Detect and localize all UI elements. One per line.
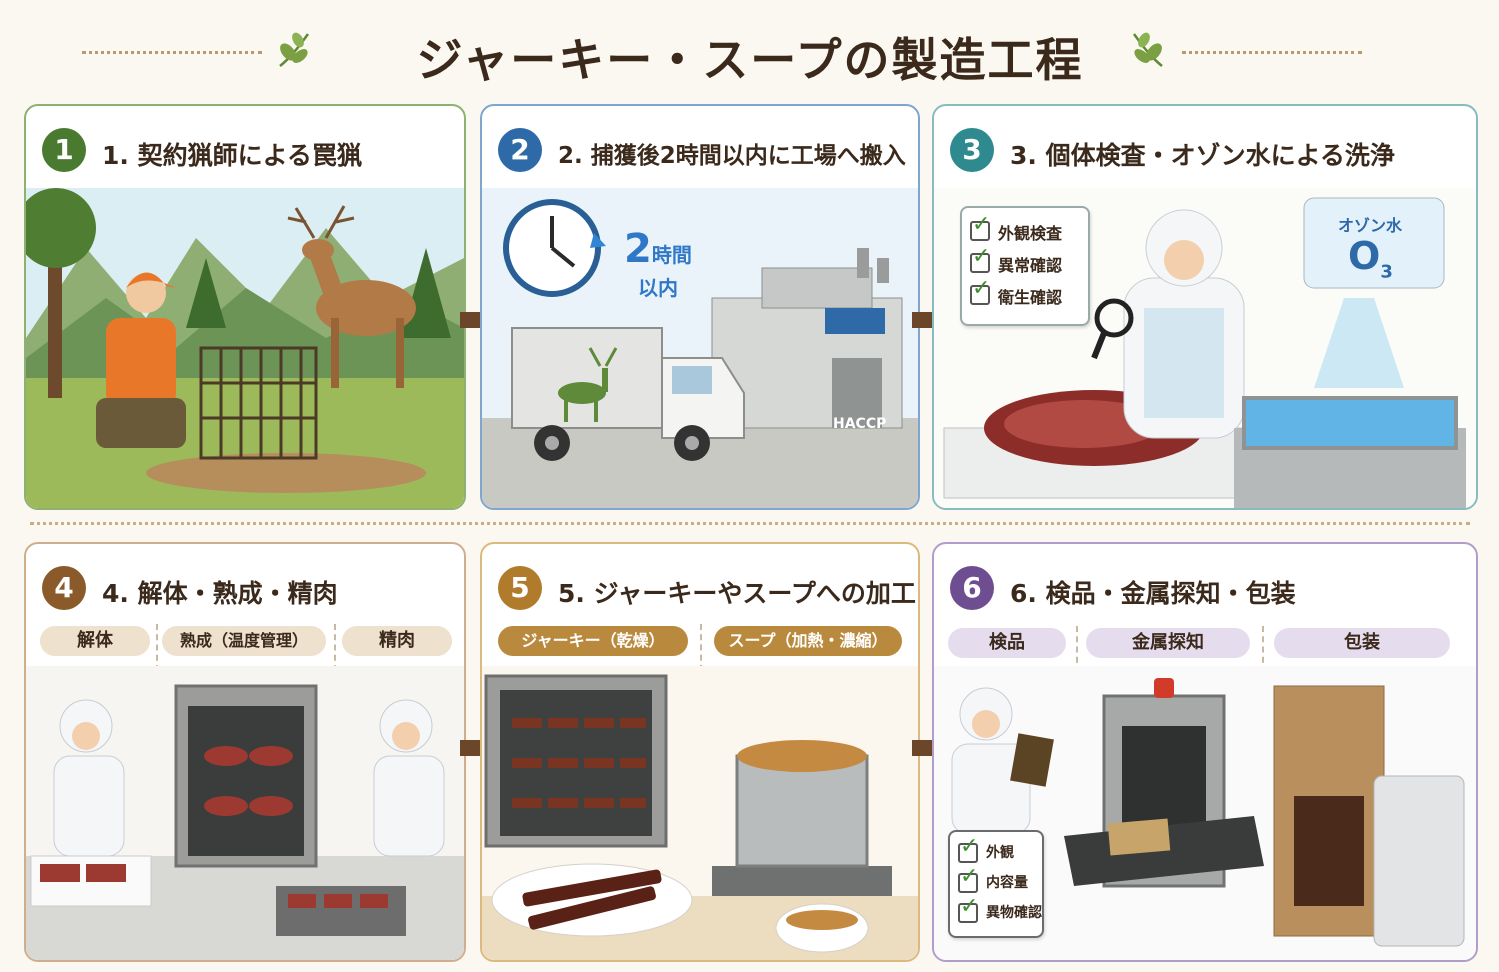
- step-5-illustration: [482, 666, 918, 960]
- time-limit-label: 2時間 以内: [624, 226, 692, 301]
- check-icon: ✓: [972, 276, 991, 301]
- sub-step-pill: 金属探知: [1086, 628, 1250, 658]
- step-2-illustration: [482, 188, 918, 508]
- step-2-panel: 2 2. 捕獲後2時間以内に工場へ搬入: [480, 104, 920, 510]
- step-4-number: 4: [42, 566, 86, 610]
- sub-step-pill: スープ（加熱・濃縮）: [714, 626, 902, 656]
- step-5-title: 5. ジャーキーやスープへの加工: [558, 579, 916, 608]
- step-3-illustration: [934, 188, 1476, 508]
- checklist-item: ✓内容量: [958, 864, 1028, 893]
- page-title: ジャーキー・スープの製造工程: [416, 33, 1084, 87]
- check-icon: ✓: [960, 894, 979, 919]
- sub-step-pill: 精肉: [342, 626, 452, 656]
- step-3-panel: 3 3. 個体検査・オゾン水による洗浄 ✓外観検査 ✓異常確認 ✓衛生確認 オゾ…: [932, 104, 1478, 510]
- check-icon: ✓: [960, 834, 979, 859]
- checklist-item: ✓外観検査: [970, 212, 1063, 243]
- factory-sign: HACCP: [833, 416, 887, 432]
- checkbox-icon: [958, 843, 978, 863]
- step-4-illustration: [26, 666, 464, 960]
- step-3-header: 3 3. 個体検査・オゾン水による洗浄: [934, 106, 1476, 184]
- step-2-header: 2 2. 捕獲後2時間以内に工場へ搬入: [482, 106, 918, 184]
- step-2-number: 2: [498, 128, 542, 172]
- time-limit-number: 2: [624, 226, 652, 272]
- step-2-title: 2. 捕獲後2時間以内に工場へ搬入: [558, 143, 906, 169]
- checklist-item: ✓異物確認: [958, 894, 1042, 923]
- step-5-panel: 5 5. ジャーキーやスープへの加工 ジャーキー（乾燥） スープ（加熱・濃縮）: [480, 542, 920, 962]
- checklist-item: ✓衛生確認: [970, 276, 1063, 307]
- step-6-header: 6 6. 検品・金属探知・包装: [934, 544, 1476, 622]
- ozone-formula: O3: [1348, 234, 1393, 283]
- time-limit-sub: 以内: [638, 276, 678, 300]
- step-1-number: 1: [42, 128, 86, 172]
- step-4-panel: 4 4. 解体・熟成・精肉 解体 熟成（温度管理） 精肉: [24, 542, 466, 962]
- step-1-title: 1. 契約猟師による罠猟: [102, 141, 362, 170]
- leaf-icon-right: [1132, 32, 1163, 67]
- checklist-item: ✓外観: [958, 834, 1014, 863]
- step-6-number: 6: [950, 566, 994, 610]
- qc-checklist: ✓外観 ✓内容量 ✓異物確認: [948, 830, 1044, 938]
- ozone-label: オゾン水: [1338, 216, 1403, 235]
- step-6-panel: 6 6. 検品・金属探知・包装 検品 金属探知 包装 ✓外観 ✓内容量 ✓異物確…: [932, 542, 1478, 962]
- title-dots-left: [82, 51, 262, 54]
- sub-step-pill: 包装: [1274, 628, 1450, 658]
- title-dots-right: [1182, 51, 1362, 54]
- step-4-header: 4 4. 解体・熟成・精肉: [26, 544, 464, 622]
- check-icon: ✓: [972, 212, 991, 237]
- checklist-item: ✓異常確認: [970, 244, 1063, 275]
- step-1-illustration: [26, 188, 464, 508]
- checkbox-icon: [958, 873, 978, 893]
- step-5-header: 5 5. ジャーキーやスープへの加工: [482, 544, 918, 622]
- step-5-number: 5: [498, 566, 542, 610]
- row-separator: [30, 522, 1470, 525]
- step-3-title: 3. 個体検査・オゾン水による洗浄: [1010, 141, 1395, 170]
- time-limit-unit: 時間: [651, 243, 692, 267]
- title-bar: ジャーキー・スープの製造工程: [0, 18, 1499, 88]
- check-icon: ✓: [972, 244, 991, 269]
- check-icon: ✓: [960, 864, 979, 889]
- step-3-number: 3: [950, 128, 994, 172]
- sub-step-pill: 熟成（温度管理）: [162, 626, 326, 656]
- sub-step-pill: 検品: [948, 628, 1066, 658]
- checkbox-icon: [970, 285, 990, 305]
- step-6-title: 6. 検品・金属探知・包装: [1010, 579, 1296, 608]
- sub-step-pill: 解体: [40, 626, 150, 656]
- step-4-title: 4. 解体・熟成・精肉: [102, 579, 338, 608]
- step-1-panel: 1 1. 契約猟師による罠猟: [24, 104, 466, 510]
- step-1-header: 1 1. 契約猟師による罠猟: [26, 106, 464, 184]
- sub-step-pill: ジャーキー（乾燥）: [498, 626, 688, 656]
- checkbox-icon: [970, 221, 990, 241]
- checkbox-icon: [970, 253, 990, 273]
- leaf-icon-left: [279, 32, 310, 67]
- inspection-checklist: ✓外観検査 ✓異常確認 ✓衛生確認: [960, 206, 1090, 326]
- checkbox-icon: [958, 903, 978, 923]
